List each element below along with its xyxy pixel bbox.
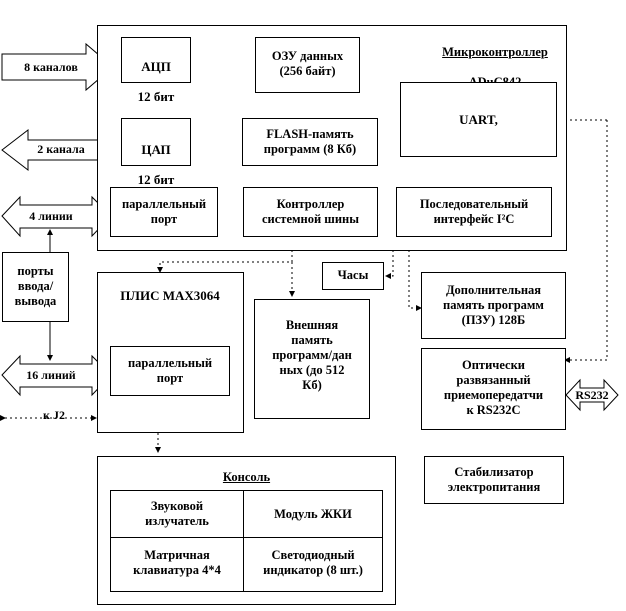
adc-name: АЦП xyxy=(141,59,171,74)
io-ports-box xyxy=(2,252,69,322)
dac-label: ЦАП 12 бит xyxy=(121,127,191,187)
stab-box xyxy=(424,456,564,504)
keypad-box xyxy=(110,537,244,592)
label-8-channels: 8 каналов xyxy=(24,60,78,74)
serial-if-label: Последовательный интерфейс I²C xyxy=(419,197,529,226)
clock-box xyxy=(322,262,384,290)
bus-ctrl-label: Контроллер системной шины xyxy=(262,197,359,226)
adc-label: АЦП 12 бит xyxy=(121,44,191,104)
console-title: Консоль xyxy=(222,470,271,484)
opto-box xyxy=(421,348,566,430)
link-bus-pld xyxy=(157,240,293,273)
uart-label: UART, xyxy=(459,112,498,127)
lcd-box xyxy=(243,490,383,538)
clock-label: Часы xyxy=(337,268,369,282)
dac-name: ЦАП xyxy=(141,142,171,157)
par-port-pld-label: параллельный порт xyxy=(127,356,213,385)
ram-box xyxy=(255,37,360,93)
lcd-label: Модуль ЖКИ xyxy=(274,507,352,521)
keypad-label: Матричная клавиатура 4*4 xyxy=(133,548,221,577)
pld-title: ПЛИС MAX3064 xyxy=(120,288,220,303)
add-mem-box xyxy=(421,272,566,339)
opto-label: Оптически развязанный приемопередатчи к … xyxy=(443,358,544,417)
link-i2c-clock xyxy=(385,250,394,279)
arrow-rs232 xyxy=(565,378,619,412)
link-i2c-addmem xyxy=(408,240,422,311)
led-box xyxy=(243,537,383,592)
ext-mem-label: Внешняя память программ/дан ных (до 512 … xyxy=(272,318,352,392)
flash-box xyxy=(242,118,378,166)
label-16-lines: 16 линий xyxy=(26,368,76,382)
bus-ctrl-box xyxy=(243,187,378,237)
mcu-title: Микроконтроллер ADuC842 xyxy=(425,30,565,90)
par-port-mcu-box xyxy=(110,187,218,237)
flash-label: FLASH-память программ (8 Кб) xyxy=(263,127,357,156)
label-rs232: RS232 xyxy=(575,388,609,402)
serial-if-box xyxy=(396,187,552,237)
stab-label: Стабилизатор электропитания xyxy=(447,465,541,494)
adc-bits: 12 бит xyxy=(137,89,175,104)
par-port-pld-box xyxy=(110,346,230,396)
label-4-lines: 4 линии xyxy=(29,209,73,223)
uart-box xyxy=(400,82,557,157)
mcu-title-text: Микроконтроллер xyxy=(442,45,548,59)
io-ports-label: порты ввода/ вывода xyxy=(14,264,57,308)
add-mem-label: Дополнительная память программ (ПЗУ) 128… xyxy=(443,283,544,327)
link-uart-opto xyxy=(564,120,608,363)
led-label: Светодиодный индикатор (8 шт.) xyxy=(263,548,363,577)
label-2-channels: 2 канала xyxy=(37,142,85,156)
buzzer-label: Звуковой излучатель xyxy=(145,499,209,528)
label-j2: к J2 xyxy=(43,408,65,422)
dac-bits: 12 бит xyxy=(137,172,175,187)
dac-box xyxy=(121,118,191,166)
adc-box xyxy=(121,37,191,83)
ext-mem-box xyxy=(254,299,370,419)
ram-label: ОЗУ данных (256 байт) xyxy=(271,49,344,78)
par-port-mcu-label: параллельный порт xyxy=(121,197,207,226)
